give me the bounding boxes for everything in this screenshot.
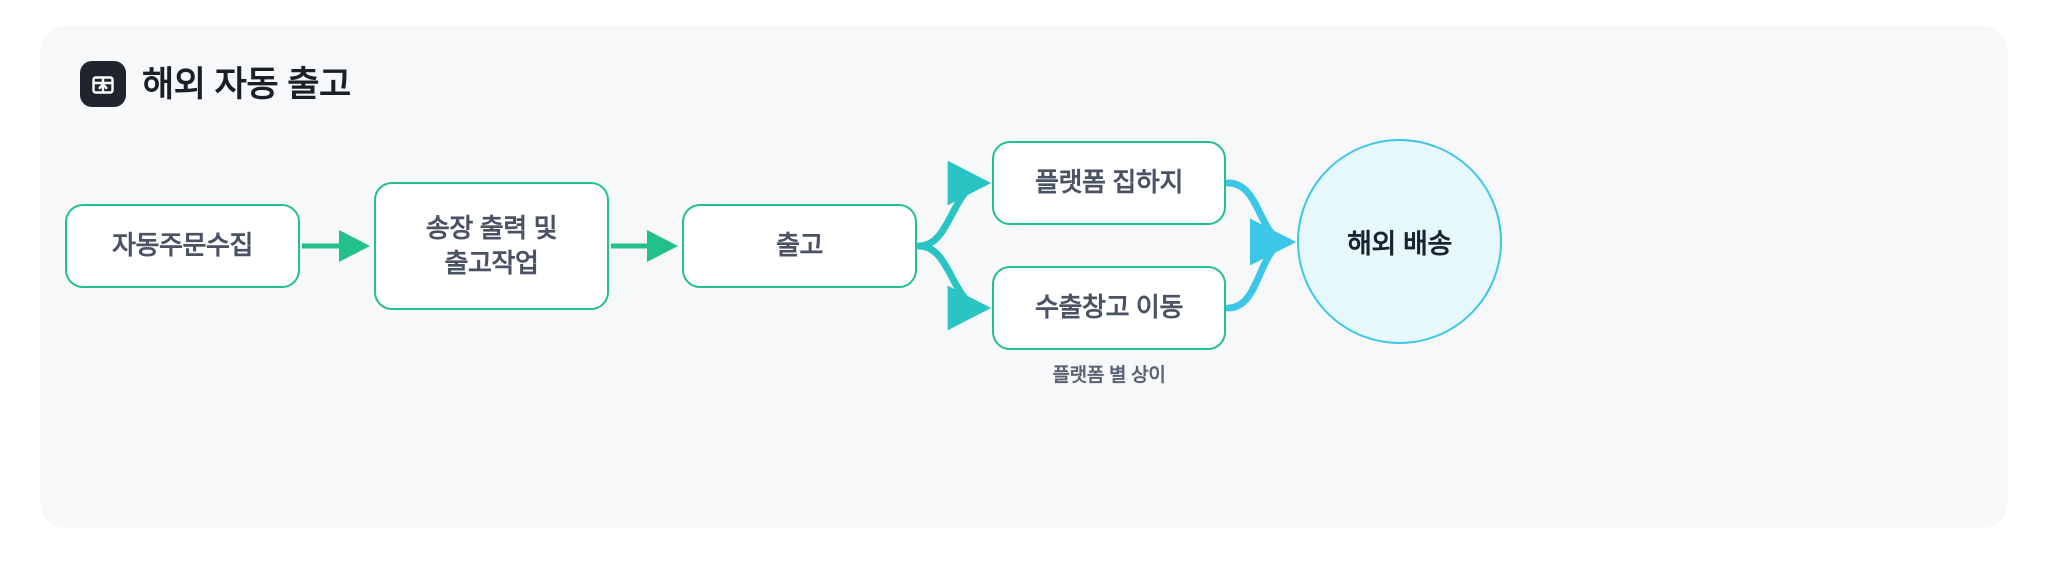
flow-node-invoice-label-line2: 출고작업	[444, 248, 539, 278]
flow-node-invoice[interactable]: 송장 출력 및 출고작업	[374, 182, 609, 310]
flow-node-invoice-label-line1: 송장 출력 및	[425, 212, 558, 243]
flow-node-platform-hub-label: 플랫폼 집하지	[1035, 167, 1183, 198]
connector-hub-shipping	[1224, 179, 1296, 266]
package-upload-icon	[80, 61, 126, 107]
flow-node-release[interactable]: 출고	[682, 204, 917, 288]
flow-node-platform-hub[interactable]: 플랫폼 집하지	[992, 141, 1226, 225]
flow-node-collect[interactable]: 자동주문수집	[65, 204, 300, 288]
flow-node-export-warehouse-label: 수출창고 이동	[1035, 292, 1183, 323]
connector-export-shipping	[1224, 218, 1296, 312]
page-title: 해외 자동 출고	[142, 64, 351, 104]
card-header: 해외 자동 출고	[80, 61, 351, 107]
flow-connectors	[302, 160, 1296, 331]
flow-node-overseas-shipping[interactable]: 해외 배송	[1297, 139, 1502, 344]
flow-card: 해외 자동 출고	[40, 26, 2008, 528]
branch-caption: 플랫폼 별 상이	[1052, 365, 1166, 386]
flow-node-collect-label: 자동주문수집	[111, 230, 254, 261]
flow-node-overseas-shipping-label: 해외 배송	[1347, 229, 1452, 259]
flow-node-export-warehouse[interactable]: 수출창고 이동	[992, 266, 1226, 350]
connector-release-hub	[915, 160, 991, 250]
connector-release-export	[915, 242, 991, 331]
flow-node-release-label: 출고	[775, 230, 824, 261]
